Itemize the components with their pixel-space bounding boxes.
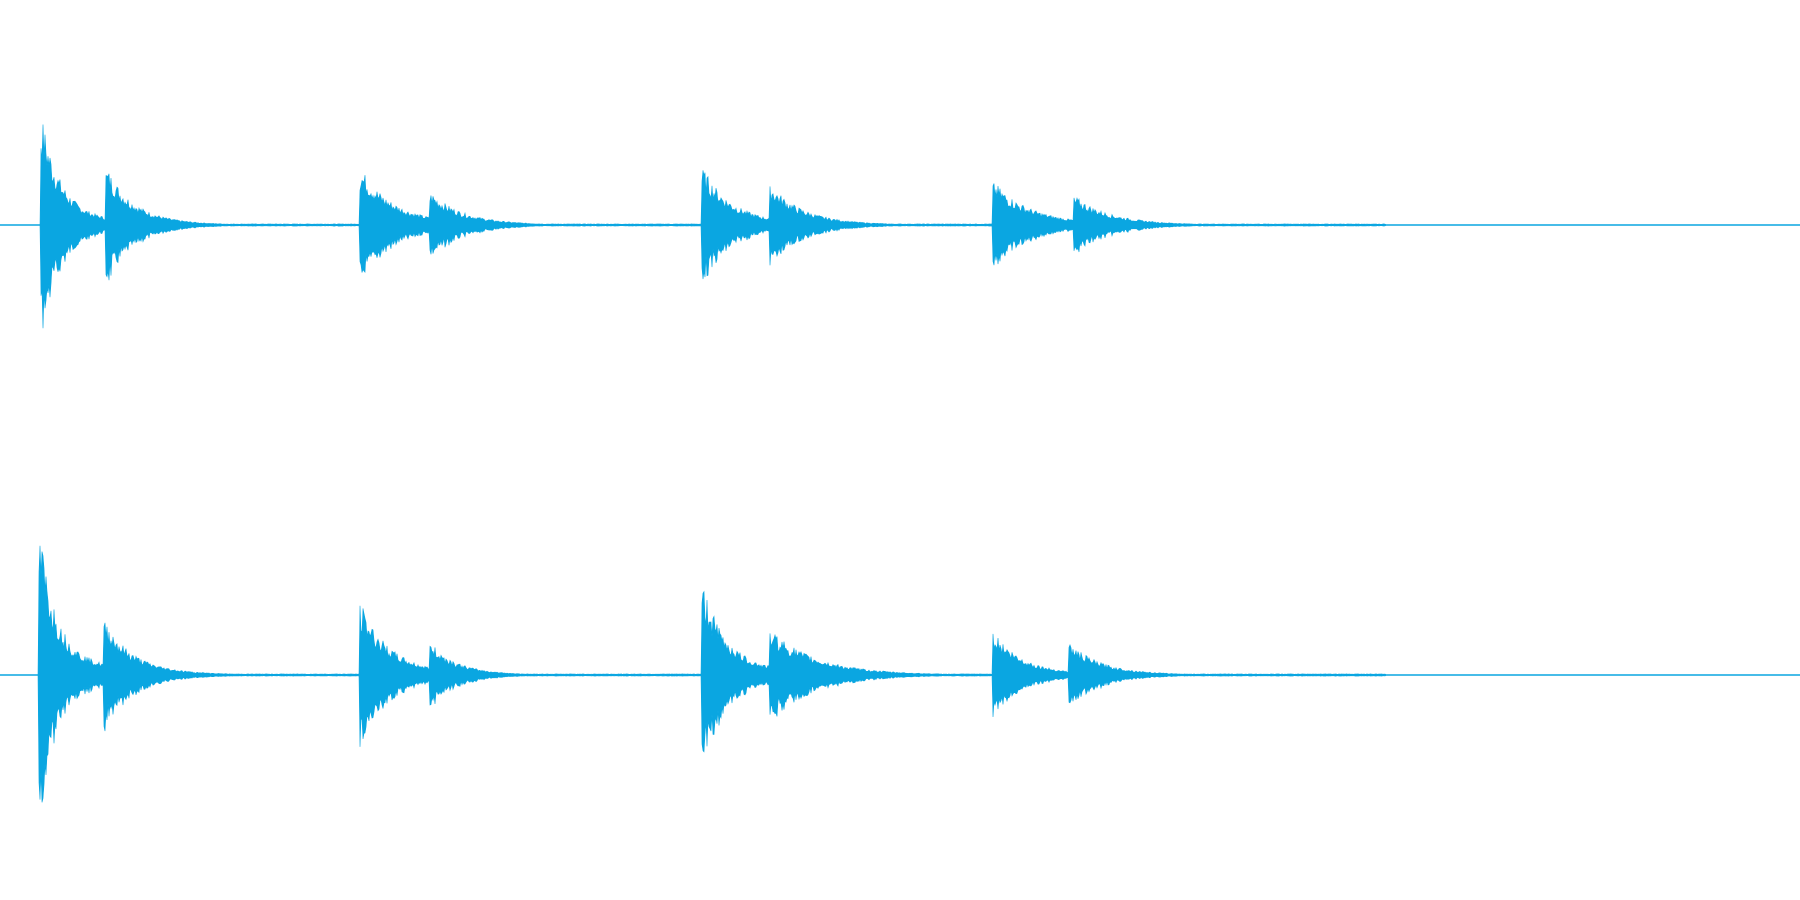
channel-1-waveform	[0, 124, 1800, 329]
channel-2-envelope	[0, 545, 1800, 803]
channel-2-waveform	[0, 545, 1800, 803]
channel-1-envelope	[0, 124, 1800, 329]
